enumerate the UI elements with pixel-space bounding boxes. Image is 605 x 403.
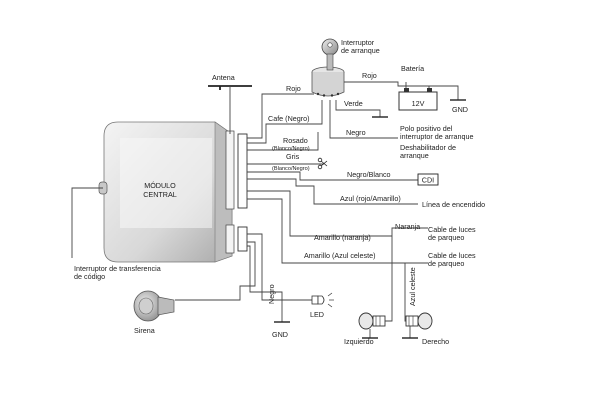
wire-label-cafe: Cafe (Negro) <box>268 114 310 123</box>
transfer-label-line2: de código <box>74 272 105 281</box>
battery-icon: 12V <box>398 88 438 111</box>
wire-label-azul: Azul (rojo/Amarillo) <box>340 194 401 203</box>
cdi-label: CDI <box>422 176 434 185</box>
deshab-label-line1: Deshabilitador de <box>400 143 456 152</box>
wire-label-negro-ignition: Negro <box>346 128 366 137</box>
cable-luces-2-line2: de parqueo <box>428 259 464 268</box>
right-bulb-icon <box>405 312 433 330</box>
main-connector <box>237 133 248 209</box>
right-bulb-label: Derecho <box>422 337 449 346</box>
cable-luces-1-line2: de parqueo <box>428 233 464 242</box>
wire-label-rojo-top: Rojo <box>362 71 377 80</box>
wire-label-azul-celeste: Azul celeste <box>408 267 417 306</box>
transfer-label-line1: Interruptor de transferencia <box>74 264 161 273</box>
key-icon <box>321 38 339 71</box>
battery-voltage: 12V <box>412 99 425 108</box>
wire-label-rojo-left: Rojo <box>286 84 301 93</box>
battery-gnd-label: GND <box>452 105 468 114</box>
scissors-icon <box>317 157 328 170</box>
antenna: Antena <box>208 73 252 134</box>
polo-label-line1: Polo positivo del <box>400 124 453 133</box>
ignition-label-line1: Interruptor <box>341 38 375 47</box>
wire-label-negro-blanco: Negro/Blanco <box>347 170 391 179</box>
deshab-label-line2: arranque <box>400 151 429 160</box>
polo-label-line2: interruptor de arranque <box>400 132 474 141</box>
wire-label-rosado: Rosado <box>283 136 308 145</box>
main-connector-housing <box>225 130 235 210</box>
cdi-box <box>417 173 439 186</box>
wire-label-negro-gnd: Negro <box>267 284 276 304</box>
wire-label-verde: Verde <box>344 99 363 108</box>
ignition-label-line2: de arranque <box>341 46 380 55</box>
linea-encendido-label: Línea de encendido <box>422 200 485 209</box>
aux-connector-housing <box>225 224 235 254</box>
cable-luces-1-line1: Cable de luces <box>428 225 476 234</box>
wire-label-amarillo-naranja: Amarillo (naranja) <box>314 233 371 242</box>
left-bulb-label: Izquierdo <box>344 337 374 346</box>
aux-connector <box>237 226 248 252</box>
battery-label: Batería <box>401 64 424 73</box>
module-label-line1: MÓDULO <box>144 181 176 190</box>
antenna-label: Antena <box>212 73 235 82</box>
wire-label-gris-sub: (Blanco/Negro) <box>272 166 310 172</box>
wire-label-amarillo-celeste: Amarillo (Azul celeste) <box>304 251 376 260</box>
led-icon <box>311 292 334 308</box>
wire-label-rosado-sub: (Blanco/Negro) <box>272 146 310 152</box>
left-bulb-icon <box>358 312 386 330</box>
ignition-switch <box>311 66 345 97</box>
cable-luces-2-line1: Cable de luces <box>428 251 476 260</box>
central-module: MÓDULO CENTRAL <box>98 121 248 263</box>
wire-label-gris: Gris <box>286 152 300 161</box>
wire-label-naranja: Naranja <box>395 222 420 231</box>
gnd-bottom-label: GND <box>272 330 288 339</box>
siren-icon <box>133 290 175 322</box>
siren-label: Sirena <box>134 326 155 335</box>
module-label-line2: CENTRAL <box>143 190 177 199</box>
led-label: LED <box>310 310 324 319</box>
